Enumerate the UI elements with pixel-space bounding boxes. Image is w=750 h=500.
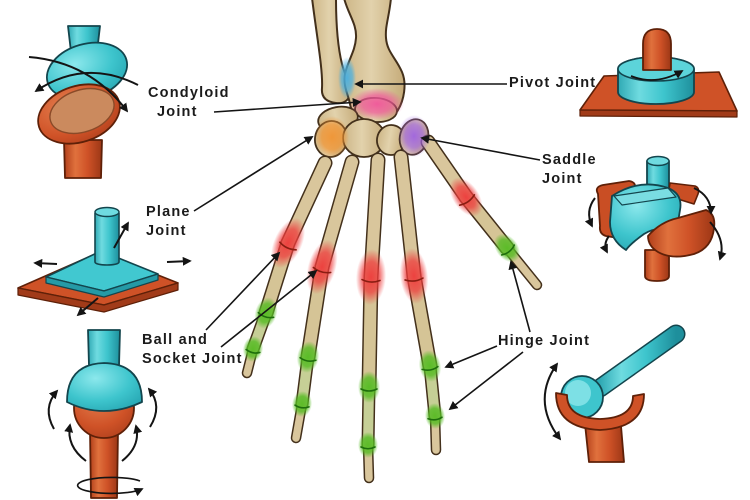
pivot-joint-highlight (338, 57, 356, 99)
finger-bones-outline (241, 134, 543, 484)
joint-color-highlights (242, 57, 521, 458)
label-pivot-line1: Pivot Joint (509, 75, 597, 91)
leader-arrow-ball-socket-1 (205, 251, 281, 331)
plane-joint-highlight (315, 116, 349, 158)
label-ball-socket-line1: Ball and (142, 332, 208, 348)
leader-arrow-hinge-dip (448, 351, 524, 411)
label-saddle-line1: Saddle (542, 152, 597, 168)
label-ball-and-socket-joint: Ball and Socket Joint (142, 331, 243, 368)
label-plane-line1: Plane (146, 204, 191, 220)
label-condyloid-line2: Joint (157, 104, 198, 120)
hinge-joint-model (543, 324, 686, 463)
leader-arrow-saddle (420, 134, 541, 161)
label-saddle-line2: Joint (542, 171, 583, 187)
label-pivot-joint: Pivot Joint (509, 74, 596, 92)
saddle-joint-highlight (398, 115, 430, 157)
label-ball-socket-line2: Socket Joint (142, 351, 243, 367)
plane-joint-model (17, 206, 192, 317)
label-plane-line2: Joint (146, 223, 187, 239)
knuckle-red-3 (355, 249, 387, 305)
label-hinge-joint: Hinge Joint (498, 332, 590, 350)
label-condyloid-line1: Condyloid (148, 85, 230, 101)
leader-arrow-condyloid (213, 98, 362, 113)
leader-arrow-ball-socket-2 (220, 269, 318, 348)
leader-arrows (193, 79, 541, 411)
leader-arrow-plane (193, 136, 314, 212)
plane-motion-arrows (33, 221, 192, 317)
leader-arrow-hinge-pip (444, 345, 498, 369)
label-condyloid-joint: Condyloid Joint (148, 84, 230, 121)
leader-arrow-hinge-thumb (508, 260, 531, 333)
hand-skeleton-illustration (241, 0, 543, 484)
finger-bones-fill (243, 136, 541, 482)
condyloid-joint-highlight (350, 88, 404, 120)
ball-and-socket-joint-model (47, 329, 158, 499)
label-plane-joint: Plane Joint (146, 203, 191, 240)
ball-socket-motion-arrows (47, 387, 158, 497)
knuckle-red-2 (306, 239, 338, 295)
condyloid-joint-model (28, 25, 139, 179)
condyloid-motion-arrows (28, 56, 139, 113)
pivot-joint-model (579, 28, 738, 118)
pivot-motion-arrow (630, 70, 684, 81)
label-saddle-joint: Saddle Joint (542, 151, 597, 188)
thumb-red (449, 177, 483, 217)
hinge-motion-arrow (543, 362, 562, 441)
label-hinge-line1: Hinge Joint (498, 333, 591, 349)
saddle-motion-arrows (584, 187, 727, 261)
joint-creases (245, 194, 516, 450)
knuckle-red-4 (399, 248, 429, 304)
saddle-joint-model (584, 155, 727, 282)
